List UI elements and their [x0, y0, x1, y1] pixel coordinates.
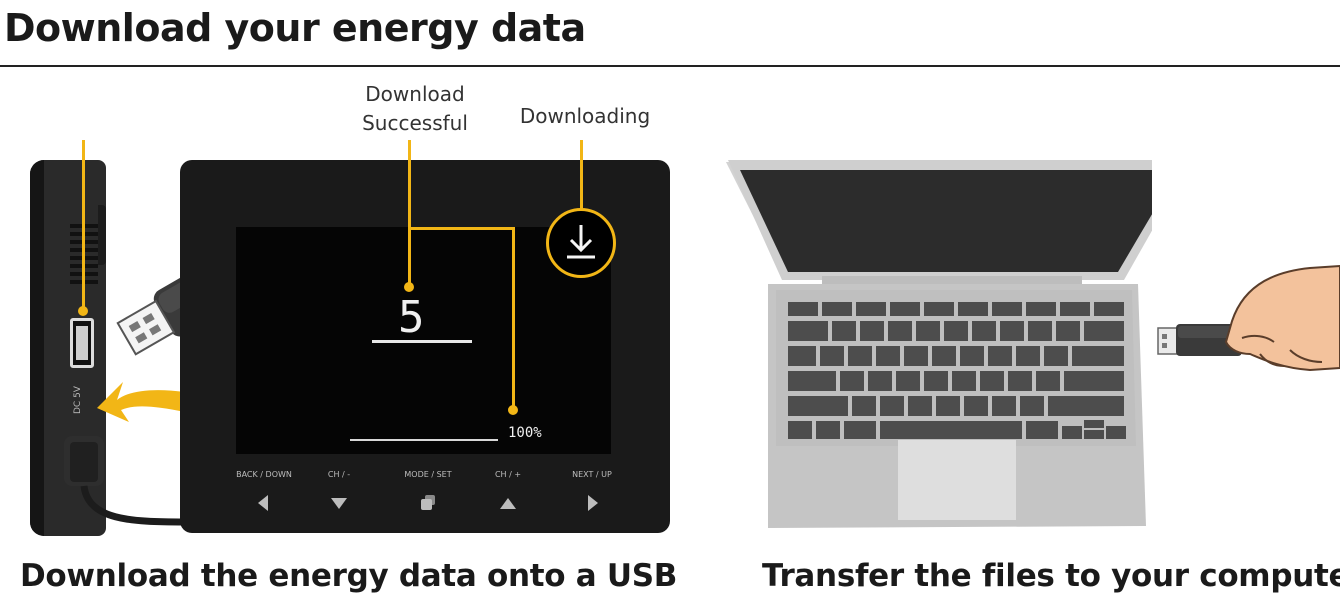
usb-port-callout-dot [78, 306, 88, 316]
download-successful-label: Download Successful [352, 80, 478, 138]
download-icon [567, 225, 595, 259]
next-triangle-icon[interactable] [582, 494, 602, 512]
button-label-next-up: NEXT / UP [572, 470, 612, 479]
download-successful-line2: Successful [362, 111, 468, 135]
button-label-ch-plus: CH / + [494, 470, 522, 479]
power-cable [64, 436, 186, 526]
hand-with-usb-drive [1157, 264, 1340, 372]
success-callout-horizontal [410, 227, 514, 230]
insert-arrow-icon [97, 382, 185, 422]
laptop [725, 160, 1152, 528]
down-triangle-icon[interactable] [329, 494, 349, 512]
button-label-mode-set: MODE / SET [404, 470, 452, 479]
usb-port-callout-line [82, 140, 85, 310]
downloading-callout-line [580, 140, 583, 210]
screen-underline [372, 340, 472, 343]
download-progress-fill [350, 439, 498, 441]
mode-squares-icon[interactable] [418, 494, 438, 512]
side-knob [98, 205, 106, 265]
up-triangle-icon[interactable] [498, 494, 518, 512]
title-divider [0, 65, 1340, 67]
monitor-side-bezel [30, 160, 44, 536]
downloading-label: Downloading [519, 104, 651, 128]
success-callout-stem [408, 140, 411, 286]
screen-digit: 5 [398, 292, 427, 343]
caption-transfer-to-computer: Transfer the files to your computer [762, 558, 1340, 594]
success-callout-dot-2 [508, 405, 518, 415]
downloading-indicator [546, 208, 616, 278]
dc-5v-label: DC 5V [73, 386, 83, 414]
usb-port-contacts [76, 326, 88, 360]
button-label-back-down: BACK / DOWN [236, 470, 292, 479]
back-triangle-icon[interactable] [254, 494, 274, 512]
download-percent: 100% [508, 425, 542, 441]
page-title: Download your energy data [4, 6, 586, 50]
success-callout-drop [512, 227, 515, 409]
button-label-ch-minus: CH / - [327, 470, 351, 479]
download-successful-line1: Download [365, 82, 465, 106]
success-callout-dot [404, 282, 414, 292]
caption-download-to-usb: Download the energy data onto a USB [20, 558, 678, 594]
